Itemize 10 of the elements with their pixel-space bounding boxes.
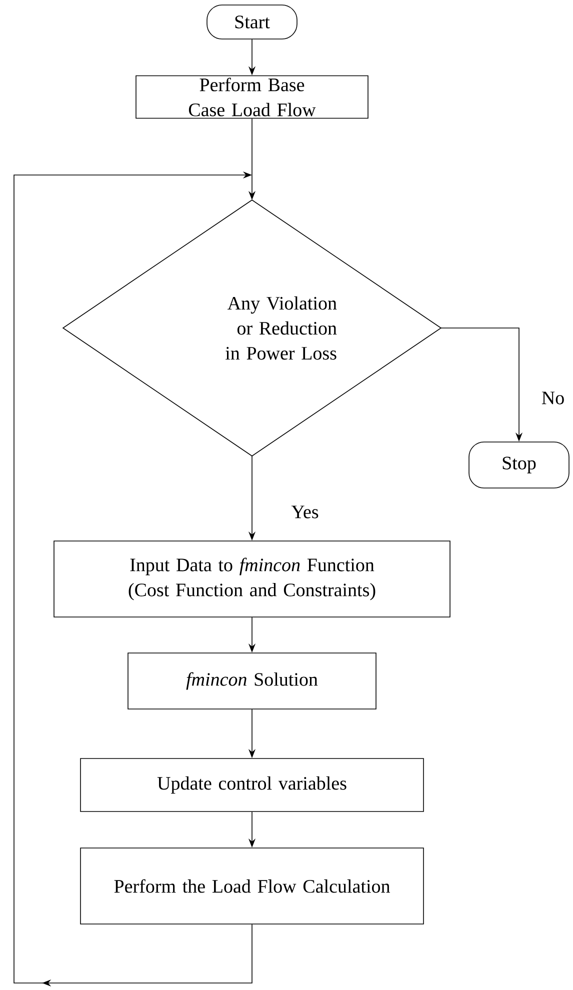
process-box: Perform the Load Flow Calculation — [80, 848, 424, 924]
edge-label: Yes — [290, 504, 320, 520]
process-box: Update control variables — [80, 758, 424, 812]
process-box: fmincon Solution — [128, 652, 376, 710]
process-box: Input Data to fmincon Function (Cost Function and Constraints) — [54, 540, 450, 618]
edge-label: No — [540, 390, 566, 406]
process-box: Perform Base Case Load Flow — [136, 75, 368, 119]
terminal-box: Start — [206, 4, 298, 40]
terminal-box: Stop — [468, 442, 570, 488]
arrow — [14, 171, 252, 987]
